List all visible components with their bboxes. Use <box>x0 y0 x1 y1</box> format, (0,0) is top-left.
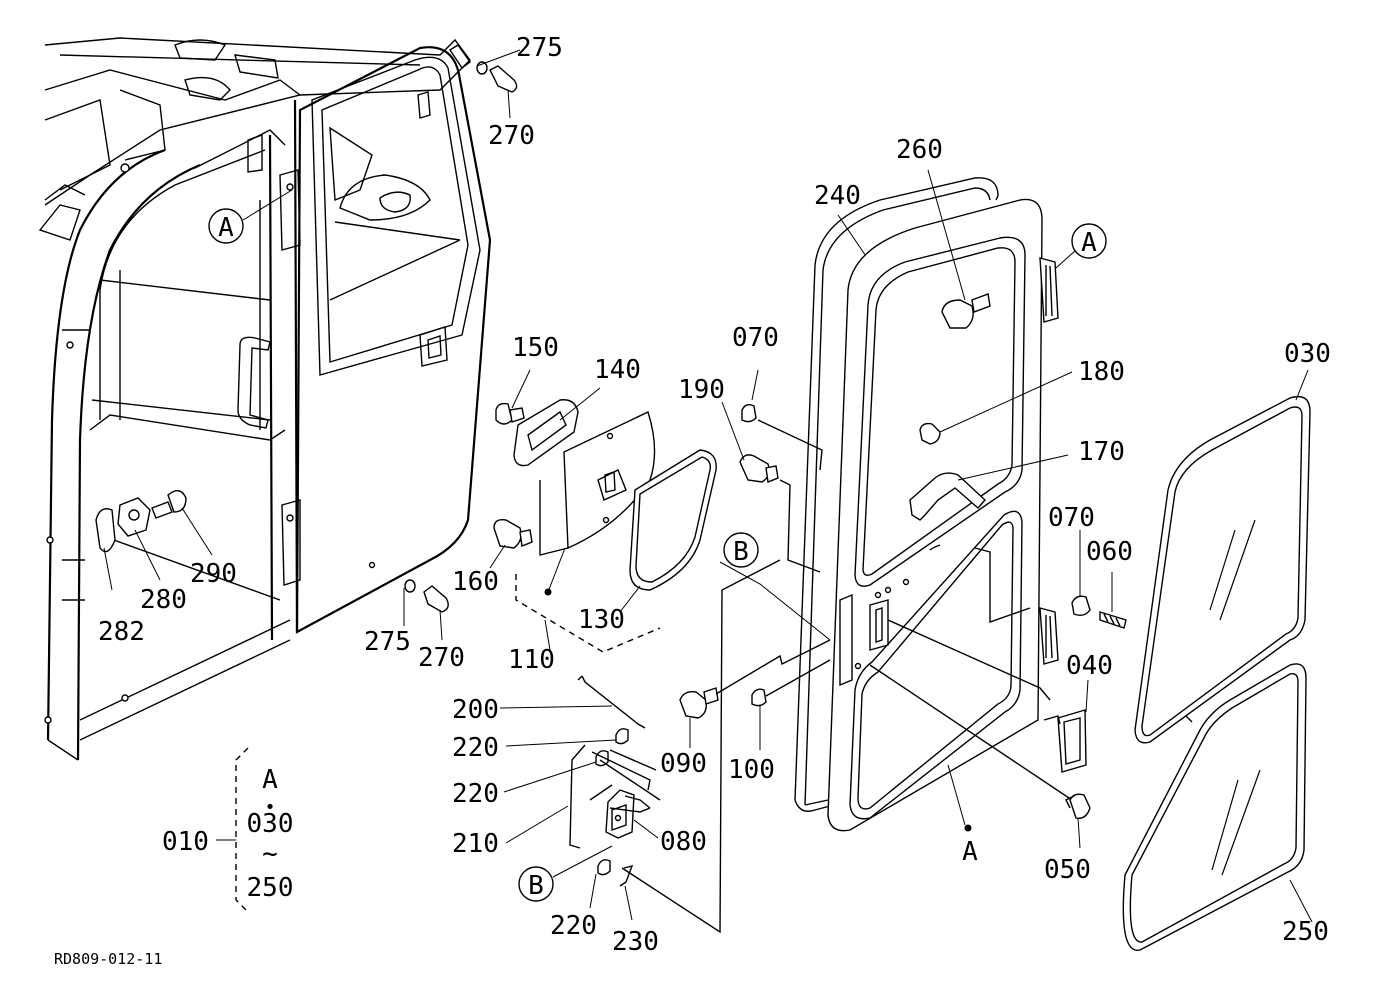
ref-marker-a-left: A <box>208 189 293 244</box>
set-bracket-tilde: ~ <box>262 839 278 869</box>
door-main <box>827 169 1077 832</box>
callout-070-lower: 070 <box>1048 503 1095 533</box>
ref-marker-a-right: A <box>1071 223 1107 259</box>
callout-230: 230 <box>612 927 659 957</box>
glass-030 <box>1134 369 1311 744</box>
callout-060: 060 <box>1086 537 1133 567</box>
callout-190: 190 <box>678 375 725 405</box>
ref-a-bottom-text: A <box>962 837 978 867</box>
set-bracket-dot: • <box>265 797 276 818</box>
callout-200: 200 <box>452 695 499 725</box>
callout-220-b: 220 <box>452 779 499 809</box>
latch-cover-group <box>489 369 717 653</box>
cab-frame <box>38 37 492 761</box>
callout-180: 180 <box>1078 357 1125 387</box>
callout-240: 240 <box>814 181 861 211</box>
callout-282: 282 <box>98 617 145 647</box>
callout-275-upper: 275 <box>516 33 563 63</box>
middle-small-parts <box>679 369 831 750</box>
callout-210: 210 <box>452 829 499 859</box>
bolt-275-270-lower <box>403 579 449 641</box>
callout-260: 260 <box>896 135 943 165</box>
drawing-code: RD809-012-11 <box>54 950 162 968</box>
callout-labels: 275 270 260 240 150 140 070 190 180 170 … <box>98 33 1331 957</box>
ref-b-low-text: B <box>528 871 544 901</box>
callout-160: 160 <box>452 567 499 597</box>
callout-110: 110 <box>508 645 555 675</box>
callout-070-upper: 070 <box>732 323 779 353</box>
set-bracket-010: A • 030 ~ 250 <box>216 747 294 913</box>
callout-170: 170 <box>1078 437 1125 467</box>
callout-050: 050 <box>1044 855 1091 885</box>
door-seal-240 <box>794 177 999 812</box>
ref-a-right-text: A <box>1081 228 1097 258</box>
callout-250: 250 <box>1282 917 1329 947</box>
set-bracket-line2: 030 <box>247 809 294 839</box>
callout-100: 100 <box>728 755 775 785</box>
ref-a-left-text: A <box>218 213 234 243</box>
callout-090: 090 <box>660 749 707 779</box>
set-bracket-line1: A <box>262 765 278 795</box>
bracket-280-282-290 <box>95 490 213 591</box>
callout-010: 010 <box>162 827 209 857</box>
glass-250 <box>1122 663 1313 951</box>
callout-290: 290 <box>190 559 237 589</box>
set-bracket-line3: 250 <box>247 873 294 903</box>
callout-270-lower: 270 <box>418 643 465 673</box>
rods-and-latch <box>499 559 781 934</box>
callout-220-a: 220 <box>452 733 499 763</box>
ref-b-mid-text: B <box>733 537 749 567</box>
callout-275-lower: 275 <box>364 627 411 657</box>
ref-marker-b-mid: B <box>719 532 831 641</box>
callout-030: 030 <box>1284 339 1331 369</box>
ref-marker-b-low: B <box>518 845 613 902</box>
callout-270-upper: 270 <box>488 121 535 151</box>
callout-040: 040 <box>1066 651 1113 681</box>
callout-150: 150 <box>512 333 559 363</box>
callout-080: 080 <box>660 827 707 857</box>
bolt-275-270-upper <box>449 44 521 119</box>
callout-140: 140 <box>594 355 641 385</box>
right-small-parts <box>1043 530 1127 849</box>
callout-130: 130 <box>578 605 625 635</box>
callout-220-c: 220 <box>550 911 597 941</box>
callout-280: 280 <box>140 585 187 615</box>
